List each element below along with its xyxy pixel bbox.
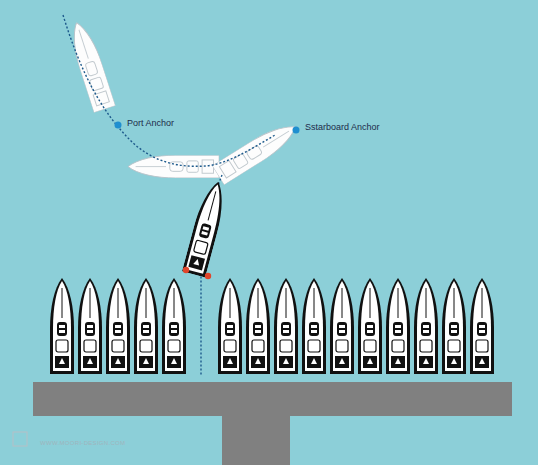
moored-yacht [470, 278, 494, 374]
watermark: WWW.MOORI-DESIGN.COM [40, 440, 125, 447]
yacht-ghost [66, 19, 116, 113]
stern-line-point [205, 273, 211, 279]
yacht-ghost [212, 117, 301, 185]
moored-yacht [386, 278, 410, 374]
moored-yacht [358, 278, 382, 374]
moored-yacht [78, 278, 102, 374]
pier [33, 382, 512, 416]
moored-yacht [274, 278, 298, 374]
stern-line-point [183, 267, 189, 273]
maneuver-path [63, 15, 275, 376]
logo-mark [13, 432, 27, 446]
moored-yacht [442, 278, 466, 374]
moored-yacht [106, 278, 130, 374]
moored-yacht [50, 278, 74, 374]
moored-yacht [330, 278, 354, 374]
anchor-label: Port Anchor [127, 119, 174, 129]
moored-yacht [162, 278, 186, 374]
anchor-point [293, 127, 300, 134]
moored-yacht [246, 278, 270, 374]
moored-yacht [302, 278, 326, 374]
moored-yacht [414, 278, 438, 374]
anchor-point [115, 122, 122, 129]
moored-yacht [134, 278, 158, 374]
maneuvering-yacht [182, 179, 230, 278]
moored-yachts [50, 278, 494, 374]
pier-stem [222, 414, 290, 465]
anchor-label: Sstarboard Anchor [305, 123, 380, 133]
moored-yacht [218, 278, 242, 374]
